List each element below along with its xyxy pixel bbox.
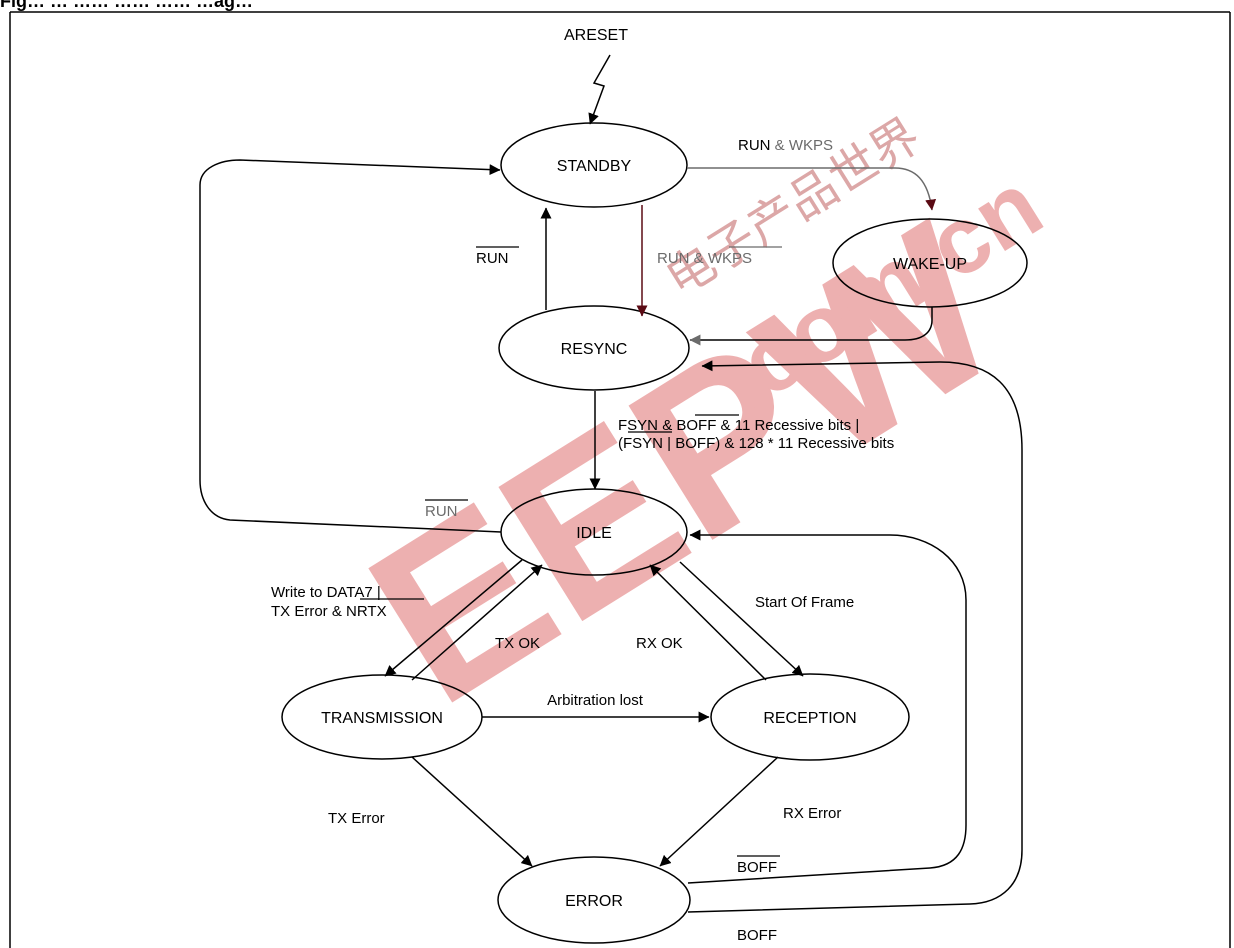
state-resync-label: RESYNC [561,341,628,358]
edge-reception-to-error [659,756,779,867]
edge-label-resync-to-standby: RUN [476,250,509,267]
edge-transmission-to-error [411,756,533,867]
figure-caption-fragment: Fig… … …… …… …… …ag… [0,0,1234,12]
state-resync: RESYNC [498,305,690,391]
edge-label-rx-to-idle: RX OK [636,635,683,652]
figure-caption-text: Fig… … …… …… …… …ag… [0,0,254,11]
edge-label-idle-to-rx: Start Of Frame [755,594,854,611]
state-reception-label: RECEPTION [763,710,856,727]
state-reception: RECEPTION [710,673,910,761]
edge-error-to-resync [687,360,1023,913]
edge-label-idle-to-tx-line1: Write to DATA7 | [271,584,381,601]
edge-error-to-idle [687,529,967,884]
state-error: ERROR [497,856,691,944]
edge-label-rx-to-error: RX Error [783,805,841,822]
edge-label-resync-to-idle-line1: FSYN & BOFF & 11 Recessive bits | [618,417,859,434]
edge-label-tx-to-error: TX Error [328,810,385,827]
edge-idle-to-standby [199,159,502,533]
edge-label-tx-to-idle: TX OK [495,635,540,652]
state-error-label: ERROR [565,893,623,910]
edge-label-resync-to-idle-line2: (FSYN | BOFF) & 128 * 11 Recessive bits [618,435,894,452]
state-idle-label: IDLE [576,525,612,542]
edge-label-idle-to-standby: RUN [425,503,458,520]
edge-transmission-to-idle [411,564,543,681]
edge-reception-to-idle [649,564,767,681]
edge-label-tx-to-rx: Arbitration lost [547,692,644,709]
state-wakeup-label: WAKE-UP [893,256,967,273]
edge-idle-to-transmission [384,559,523,677]
state-wakeup: WAKE-UP [832,218,1028,308]
areset-label: ARESET [564,27,628,44]
edge-idle-to-reception [679,561,804,677]
edge-label-standby-to-resync: RUN & WKPS [657,250,752,267]
state-standby: STANDBY [500,122,688,208]
state-standby-label: STANDBY [557,158,632,175]
edge-label-idle-to-tx-line2: TX Error & NRTX [271,603,387,620]
edge-wakeup-to-resync [689,307,933,346]
edge-standby-to-wakeup [687,167,937,211]
edge-label-error-to-resync: BOFF [737,927,777,944]
edge-label-error-to-idle: BOFF [737,859,777,876]
state-transmission-label: TRANSMISSION [321,710,443,727]
edge-label-standby-to-wakeup: RUN & WKPS [738,137,833,154]
areset-arrow [588,54,611,125]
